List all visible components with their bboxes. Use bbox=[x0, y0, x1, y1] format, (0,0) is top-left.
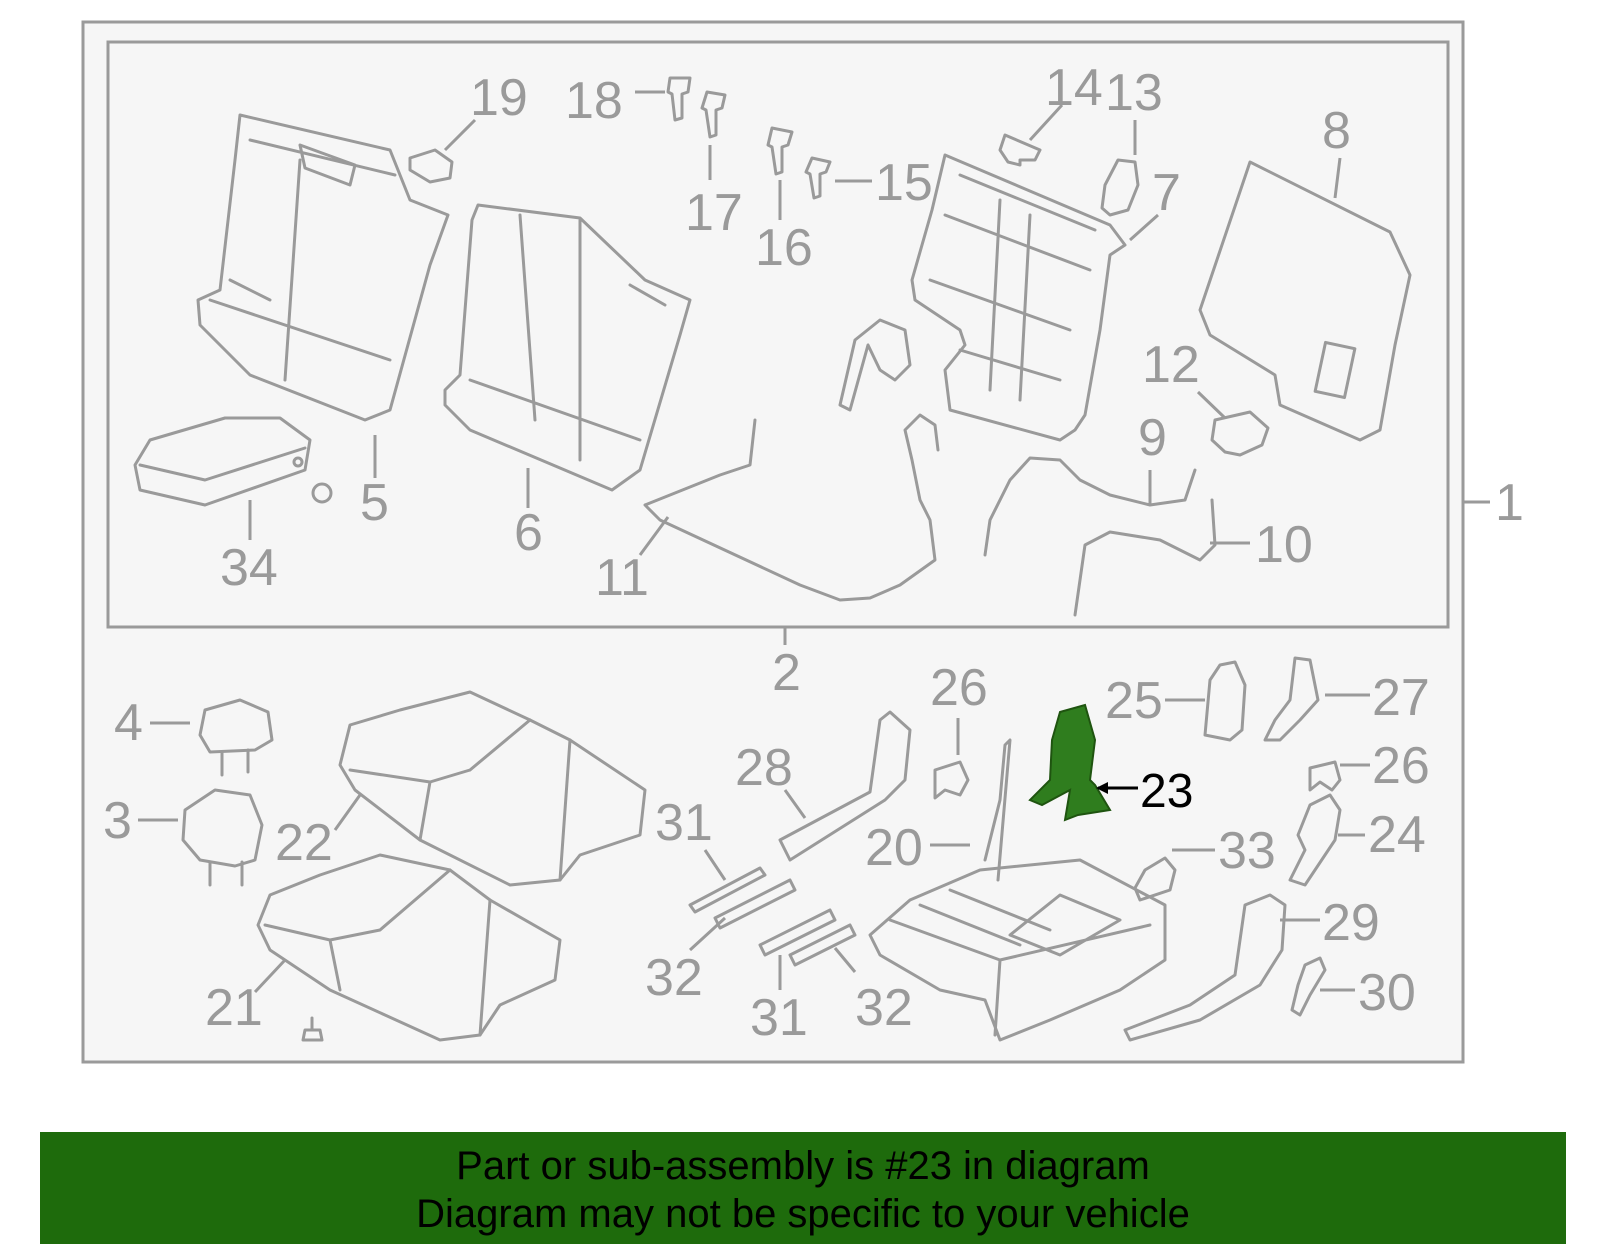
callout-3: 3 bbox=[103, 792, 132, 850]
headrest-guides-parts-15-18 bbox=[666, 76, 832, 200]
leader-lines bbox=[138, 90, 1370, 994]
callout-26-right: 26 bbox=[1372, 737, 1430, 795]
callout-28: 28 bbox=[735, 739, 793, 797]
callout-34: 34 bbox=[220, 539, 278, 597]
clip-part-19 bbox=[408, 148, 454, 184]
trim-part-28 bbox=[778, 710, 912, 862]
callout-9: 9 bbox=[1138, 409, 1167, 467]
seat-cushion-part-21 bbox=[256, 853, 562, 1042]
banner-line-2: Diagram may not be specific to your vehi… bbox=[416, 1192, 1190, 1236]
callout-2: 2 bbox=[772, 644, 801, 702]
callout-8: 8 bbox=[1322, 102, 1351, 160]
callout-31-upper: 31 bbox=[655, 794, 713, 852]
callout-4: 4 bbox=[114, 694, 143, 752]
seatback-frame-part-7 bbox=[838, 153, 1127, 442]
callout-16: 16 bbox=[755, 219, 813, 277]
rail-part-31-upper bbox=[688, 866, 767, 914]
bracket-part-26-right bbox=[1308, 760, 1342, 792]
highlighted-part-23 bbox=[1028, 703, 1112, 822]
cover-part-24 bbox=[1288, 793, 1342, 887]
callout-29: 29 bbox=[1322, 894, 1380, 952]
callout-27: 27 bbox=[1372, 669, 1430, 727]
callout-13: 13 bbox=[1105, 64, 1163, 122]
callout-11: 11 bbox=[595, 549, 649, 607]
banner-line-1: Part or sub-assembly is #23 in diagram bbox=[456, 1144, 1150, 1188]
callout-31-lower: 31 bbox=[750, 989, 808, 1047]
callout-19: 19 bbox=[470, 69, 528, 127]
cover-part-30 bbox=[1290, 956, 1327, 1017]
rail-part-31-lower bbox=[758, 908, 837, 957]
cover-part-29 bbox=[1123, 893, 1287, 1042]
callout-15: 15 bbox=[875, 154, 933, 212]
bracket-part-33 bbox=[1133, 856, 1177, 902]
callout-20: 20 bbox=[865, 819, 923, 877]
callout-32-upper: 32 bbox=[645, 949, 703, 1007]
seat-frame-part-20 bbox=[868, 738, 1167, 1042]
rail-part-32-lower bbox=[788, 923, 857, 967]
callout-33: 33 bbox=[1218, 822, 1276, 880]
seatback-right-part-6 bbox=[443, 203, 692, 492]
headrest-part-4 bbox=[198, 698, 274, 777]
callout-30: 30 bbox=[1358, 964, 1416, 1022]
callout-18: 18 bbox=[565, 72, 623, 130]
upper-assembly-box bbox=[106, 40, 1450, 629]
callout-7: 7 bbox=[1152, 164, 1181, 222]
callout-1: 1 bbox=[1495, 474, 1524, 532]
callout-32-lower: 32 bbox=[855, 979, 913, 1037]
callout-24: 24 bbox=[1368, 806, 1426, 864]
headrest-part-3 bbox=[181, 788, 264, 887]
callout-22: 22 bbox=[275, 814, 333, 872]
parts-diagram: 1 2 3 4 5 6 7 8 9 10 11 12 13 14 15 16 1… bbox=[81, 20, 1524, 1064]
info-banner: Part or sub-assembly is #23 in diagram D… bbox=[40, 1132, 1566, 1244]
cover-part-27 bbox=[1263, 656, 1320, 742]
callout-6: 6 bbox=[514, 504, 543, 562]
callout-23-highlighted: 23 bbox=[1140, 765, 1193, 818]
bracket-part-26-top bbox=[933, 760, 970, 800]
bracket-part-14 bbox=[998, 133, 1042, 167]
handle-part-12 bbox=[1210, 410, 1270, 457]
armrest-part-34 bbox=[133, 416, 333, 507]
callout-14: 14 bbox=[1045, 59, 1103, 117]
callout-10: 10 bbox=[1255, 516, 1313, 574]
callout-12: 12 bbox=[1142, 336, 1200, 394]
callout-labels: 1 2 3 4 5 6 7 8 9 10 11 12 13 14 15 16 1… bbox=[103, 59, 1524, 1047]
cable-part-10 bbox=[1073, 498, 1217, 617]
callout-26-top: 26 bbox=[930, 659, 988, 717]
bolt-icon bbox=[301, 1016, 324, 1042]
cable-part-9 bbox=[983, 456, 1197, 557]
cable-part-11 bbox=[643, 413, 940, 602]
cover-part-25 bbox=[1203, 660, 1247, 742]
latch-part-13 bbox=[1100, 158, 1140, 217]
callout-5: 5 bbox=[360, 474, 389, 532]
seat-cushion-part-22 bbox=[338, 690, 647, 887]
seatback-left-part-5 bbox=[196, 113, 450, 422]
callout-17: 17 bbox=[685, 184, 743, 242]
callout-25: 25 bbox=[1105, 672, 1163, 730]
callout-21: 21 bbox=[205, 979, 263, 1037]
back-panel-part-8 bbox=[1198, 160, 1412, 442]
